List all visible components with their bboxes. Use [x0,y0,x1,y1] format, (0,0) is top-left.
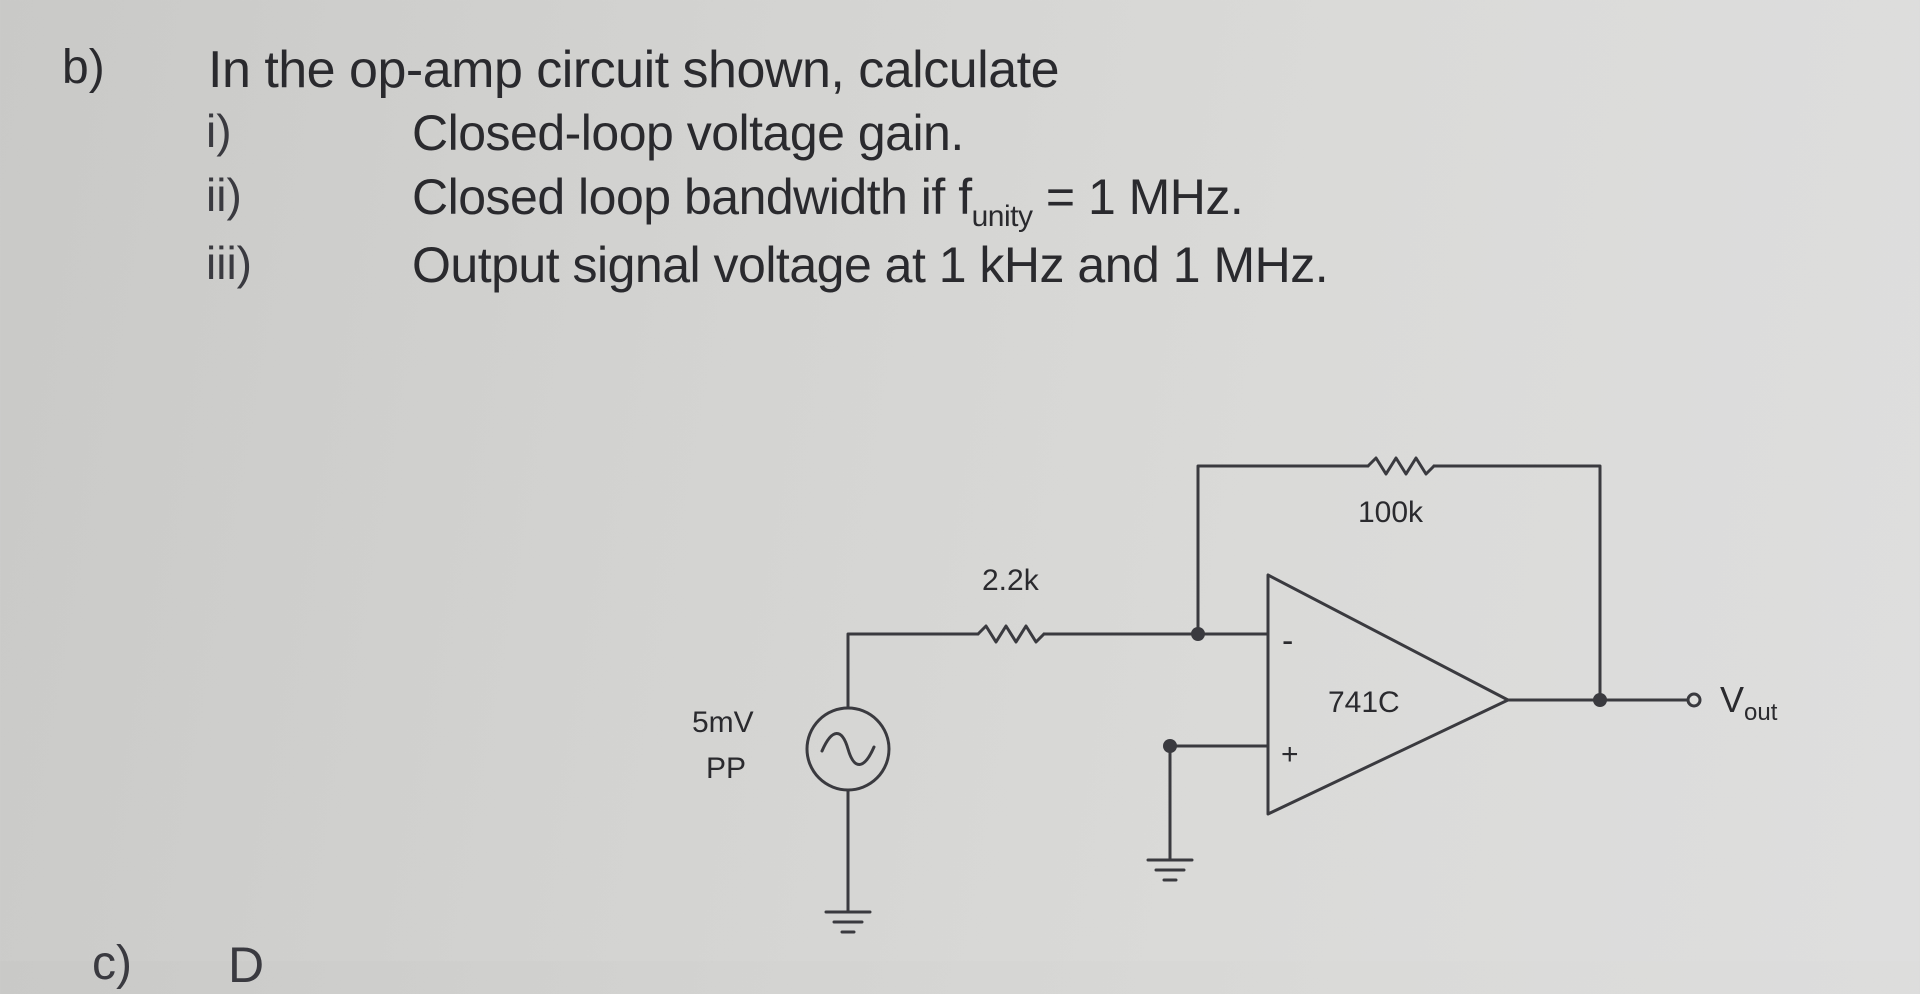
input-resistor-symbol [976,624,1046,644]
source-type-label: PP [706,752,746,785]
item-text-2-after: = 1 MHz. [1032,169,1244,225]
noninverting-input-sign: + [1281,738,1299,771]
item-text-3: Output signal voltage at 1 kHz and 1 MHz… [412,237,1329,293]
junction-inverting-node [1191,627,1205,641]
question-title: In the op-amp circuit shown, calculate [208,41,1059,99]
item-text-2-before: Closed loop bandwidth if f [412,169,972,225]
item-text-2: Closed loop bandwidth if funity = 1 MHz. [412,168,1244,233]
next-question-label: c) [92,937,132,990]
next-question-text: D [228,937,265,993]
item-number-1: i) [206,105,232,157]
inverting-input-sign: - [1282,622,1293,660]
item-number-3: iii) [206,237,252,289]
source-amplitude-label: 5mV [692,706,754,739]
output-voltage-subscript: out [1744,699,1778,726]
opamp-triangle [1266,573,1510,816]
output-voltage-label: Vout [1720,679,1778,726]
opamp-label: 741C [1328,686,1400,719]
feedback-resistor-symbol [1366,456,1436,476]
wire-source-to-input-resistor [846,632,980,710]
feedback-wire-right [1432,464,1602,702]
item-text-1: Closed-loop voltage gain. [412,105,964,161]
ac-source-sine [820,732,876,766]
output-terminal [1686,692,1702,708]
junction-output-node [1593,693,1607,707]
output-voltage-symbol: V [1720,679,1744,720]
junction-noninverting-node [1163,739,1177,753]
feedback-resistor-label: 100k [1358,496,1424,529]
item-number-2: ii) [206,169,242,221]
feedback-wire-left [1196,464,1370,636]
question-label: b) [62,41,105,94]
f-unity-subscript: unity [971,200,1033,233]
input-resistor-label: 2.2k [982,564,1040,597]
ac-source-circle [805,706,891,792]
worksheet: b) In the op-amp circuit shown, calculat… [62,41,1778,993]
op-amp-circuit-diagram: 2.2k 100k 741C - + 5mV PP Vout [692,456,1778,934]
